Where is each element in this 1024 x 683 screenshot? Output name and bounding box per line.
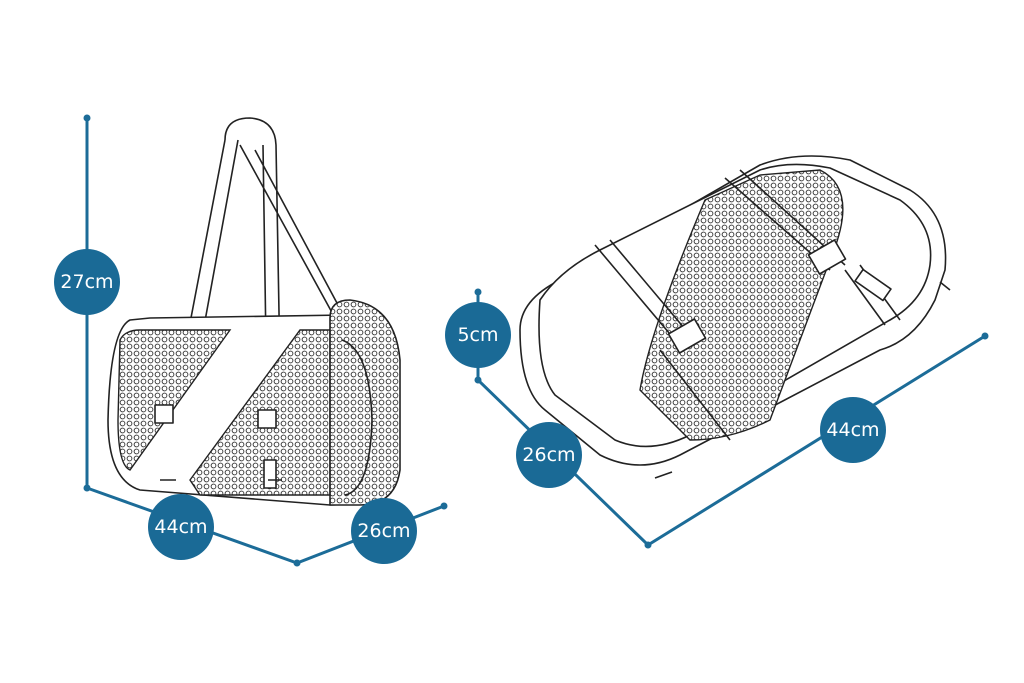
carrier-bag-upright (107, 117, 401, 506)
width-badge-left: 44cm (148, 494, 214, 560)
height-label: 5cm (457, 324, 498, 346)
height-badge-right: 5cm (445, 302, 511, 368)
height-label: 27cm (60, 271, 113, 293)
height-badge-left: 27cm (54, 249, 120, 315)
depth-label: 26cm (357, 520, 410, 542)
width-label: 44cm (826, 419, 879, 441)
depth-label: 26cm (522, 444, 575, 466)
width-label: 44cm (154, 516, 207, 538)
depth-badge-left: 26cm (351, 498, 417, 564)
width-badge-right: 44cm (820, 397, 886, 463)
depth-badge-right: 26cm (516, 422, 582, 488)
carrier-bag-folded (519, 155, 951, 479)
